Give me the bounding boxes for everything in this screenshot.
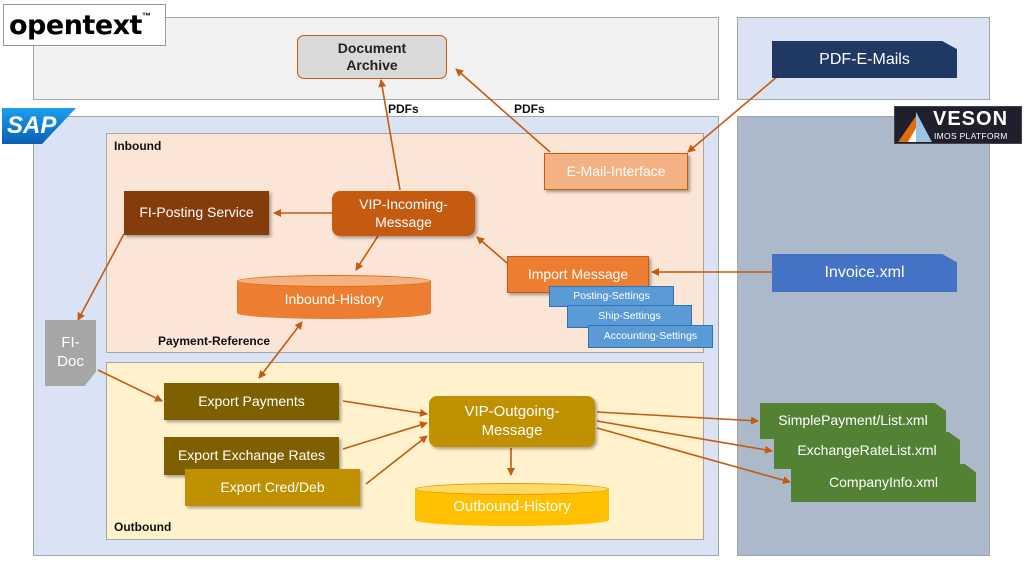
- arrow-vip-outgoing-to-companyinfo: [596, 427, 791, 484]
- fi-posting-service-node[interactable]: FI-Posting Service: [124, 191, 269, 235]
- fi-doc-label: FI-Doc: [57, 334, 84, 370]
- posting-settings-node[interactable]: Posting-Settings: [549, 286, 674, 307]
- arrow-cred-deb-to-vip-outgoing: [365, 435, 428, 485]
- vip-outgoing-message-label: VIP-Outgoing-Message: [464, 402, 560, 439]
- vip-outgoing-message-node[interactable]: VIP-Outgoing-Message: [429, 396, 595, 447]
- inbound-label: Inbound: [114, 139, 162, 153]
- inbound-history-label: Inbound-History: [284, 291, 384, 307]
- arrow-inbound-history-to-export-payments: [258, 321, 303, 379]
- inbound-history-node[interactable]: Inbound-History: [237, 275, 431, 319]
- opentext-logo-text: opentext: [9, 9, 142, 41]
- sap-logo: SAP: [2, 108, 76, 144]
- vip-incoming-message-node[interactable]: VIP-Incoming-Message: [332, 191, 475, 236]
- arrow-vip-incoming-to-archive: [378, 79, 401, 191]
- outbound-label: Outbound: [114, 520, 172, 534]
- outbound-history-node[interactable]: Outbound-History: [415, 483, 609, 526]
- fi-posting-service-label: FI-Posting Service: [139, 204, 254, 221]
- arrow-vip-incoming-to-inbound-history: [355, 235, 379, 271]
- export-payments-label: Export Payments: [198, 392, 305, 409]
- pdfs-label-right: PDFs: [514, 102, 545, 116]
- ship-settings-label: Ship-Settings: [598, 309, 661, 322]
- arrow-export-payments-to-vip-outgoing: [342, 400, 428, 417]
- arrow-fi-posting-to-fi-doc: [77, 233, 125, 321]
- opentext-trademark: ™: [141, 11, 151, 21]
- pdf-emails-node[interactable]: PDF-E-Mails: [772, 41, 957, 78]
- posting-settings-label: Posting-Settings: [573, 289, 650, 302]
- accounting-settings-node[interactable]: Accounting-Settings: [588, 325, 713, 348]
- export-cred-deb-node[interactable]: Export Cred/Deb: [185, 469, 360, 506]
- email-interface-node[interactable]: E-Mail-Interface: [544, 153, 688, 190]
- arrow-pdf-emails-to-email-interface: [687, 75, 779, 153]
- export-payments-node[interactable]: Export Payments: [164, 383, 339, 420]
- export-exchange-rates-label: Export Exchange Rates: [177, 447, 326, 464]
- accounting-settings-label: Accounting-Settings: [603, 329, 698, 342]
- exchangeratelist-label: ExchangeRateList.xml: [797, 441, 937, 458]
- veson-logo-name: VESON: [933, 108, 1009, 130]
- payment-reference-label: Payment-Reference: [158, 334, 271, 348]
- export-exchange-rates-node[interactable]: Export Exchange Rates: [164, 437, 339, 475]
- pdfs-label-left: PDFs: [388, 102, 419, 116]
- fi-doc-node[interactable]: FI-Doc: [45, 320, 96, 386]
- arrow-email-interface-to-archive: [455, 68, 551, 153]
- pdf-emails-label: PDF-E-Mails: [819, 50, 910, 68]
- simplepayment-list-label: SimplePayment/List.xml: [778, 412, 928, 429]
- sap-logo-shape: [2, 108, 76, 144]
- veson-logo: VESON IMOS PLATFORM: [894, 106, 1022, 144]
- invoice-xml-node[interactable]: Invoice.xml: [772, 254, 957, 292]
- arrow-fi-doc-to-export-payments: [97, 369, 163, 402]
- exchangeratelist-node[interactable]: ExchangeRateList.xml: [774, 432, 960, 469]
- opentext-logo: opentext ™: [3, 4, 166, 46]
- veson-logo-sub: IMOS PLATFORM: [934, 131, 1008, 141]
- companyinfo-label: CompanyInfo.xml: [829, 474, 938, 491]
- arrow-vip-outgoing-to-exchangeratelist: [596, 420, 773, 454]
- sap-logo-text: SAP: [7, 112, 57, 139]
- document-archive-label: Document Archive: [337, 39, 407, 74]
- import-message-label: Import Message: [527, 265, 629, 282]
- invoice-xml-label: Invoice.xml: [824, 264, 905, 281]
- email-interface-label: E-Mail-Interface: [566, 162, 666, 179]
- arrow-import-to-vip-incoming: [476, 236, 508, 264]
- vip-incoming-message-label: VIP-Incoming-Message: [359, 196, 448, 230]
- arrow-exchange-rates-to-vip-outgoing: [342, 421, 428, 450]
- outbound-history-label: Outbound-History: [453, 498, 571, 515]
- export-cred-deb-label: Export Cred/Deb: [220, 478, 325, 495]
- arrow-vip-outgoing-to-simplepayment: [596, 411, 759, 425]
- companyinfo-node[interactable]: CompanyInfo.xml: [791, 464, 976, 502]
- veson-logo-mark: [898, 112, 932, 142]
- document-archive-node[interactable]: Document Archive: [297, 35, 447, 79]
